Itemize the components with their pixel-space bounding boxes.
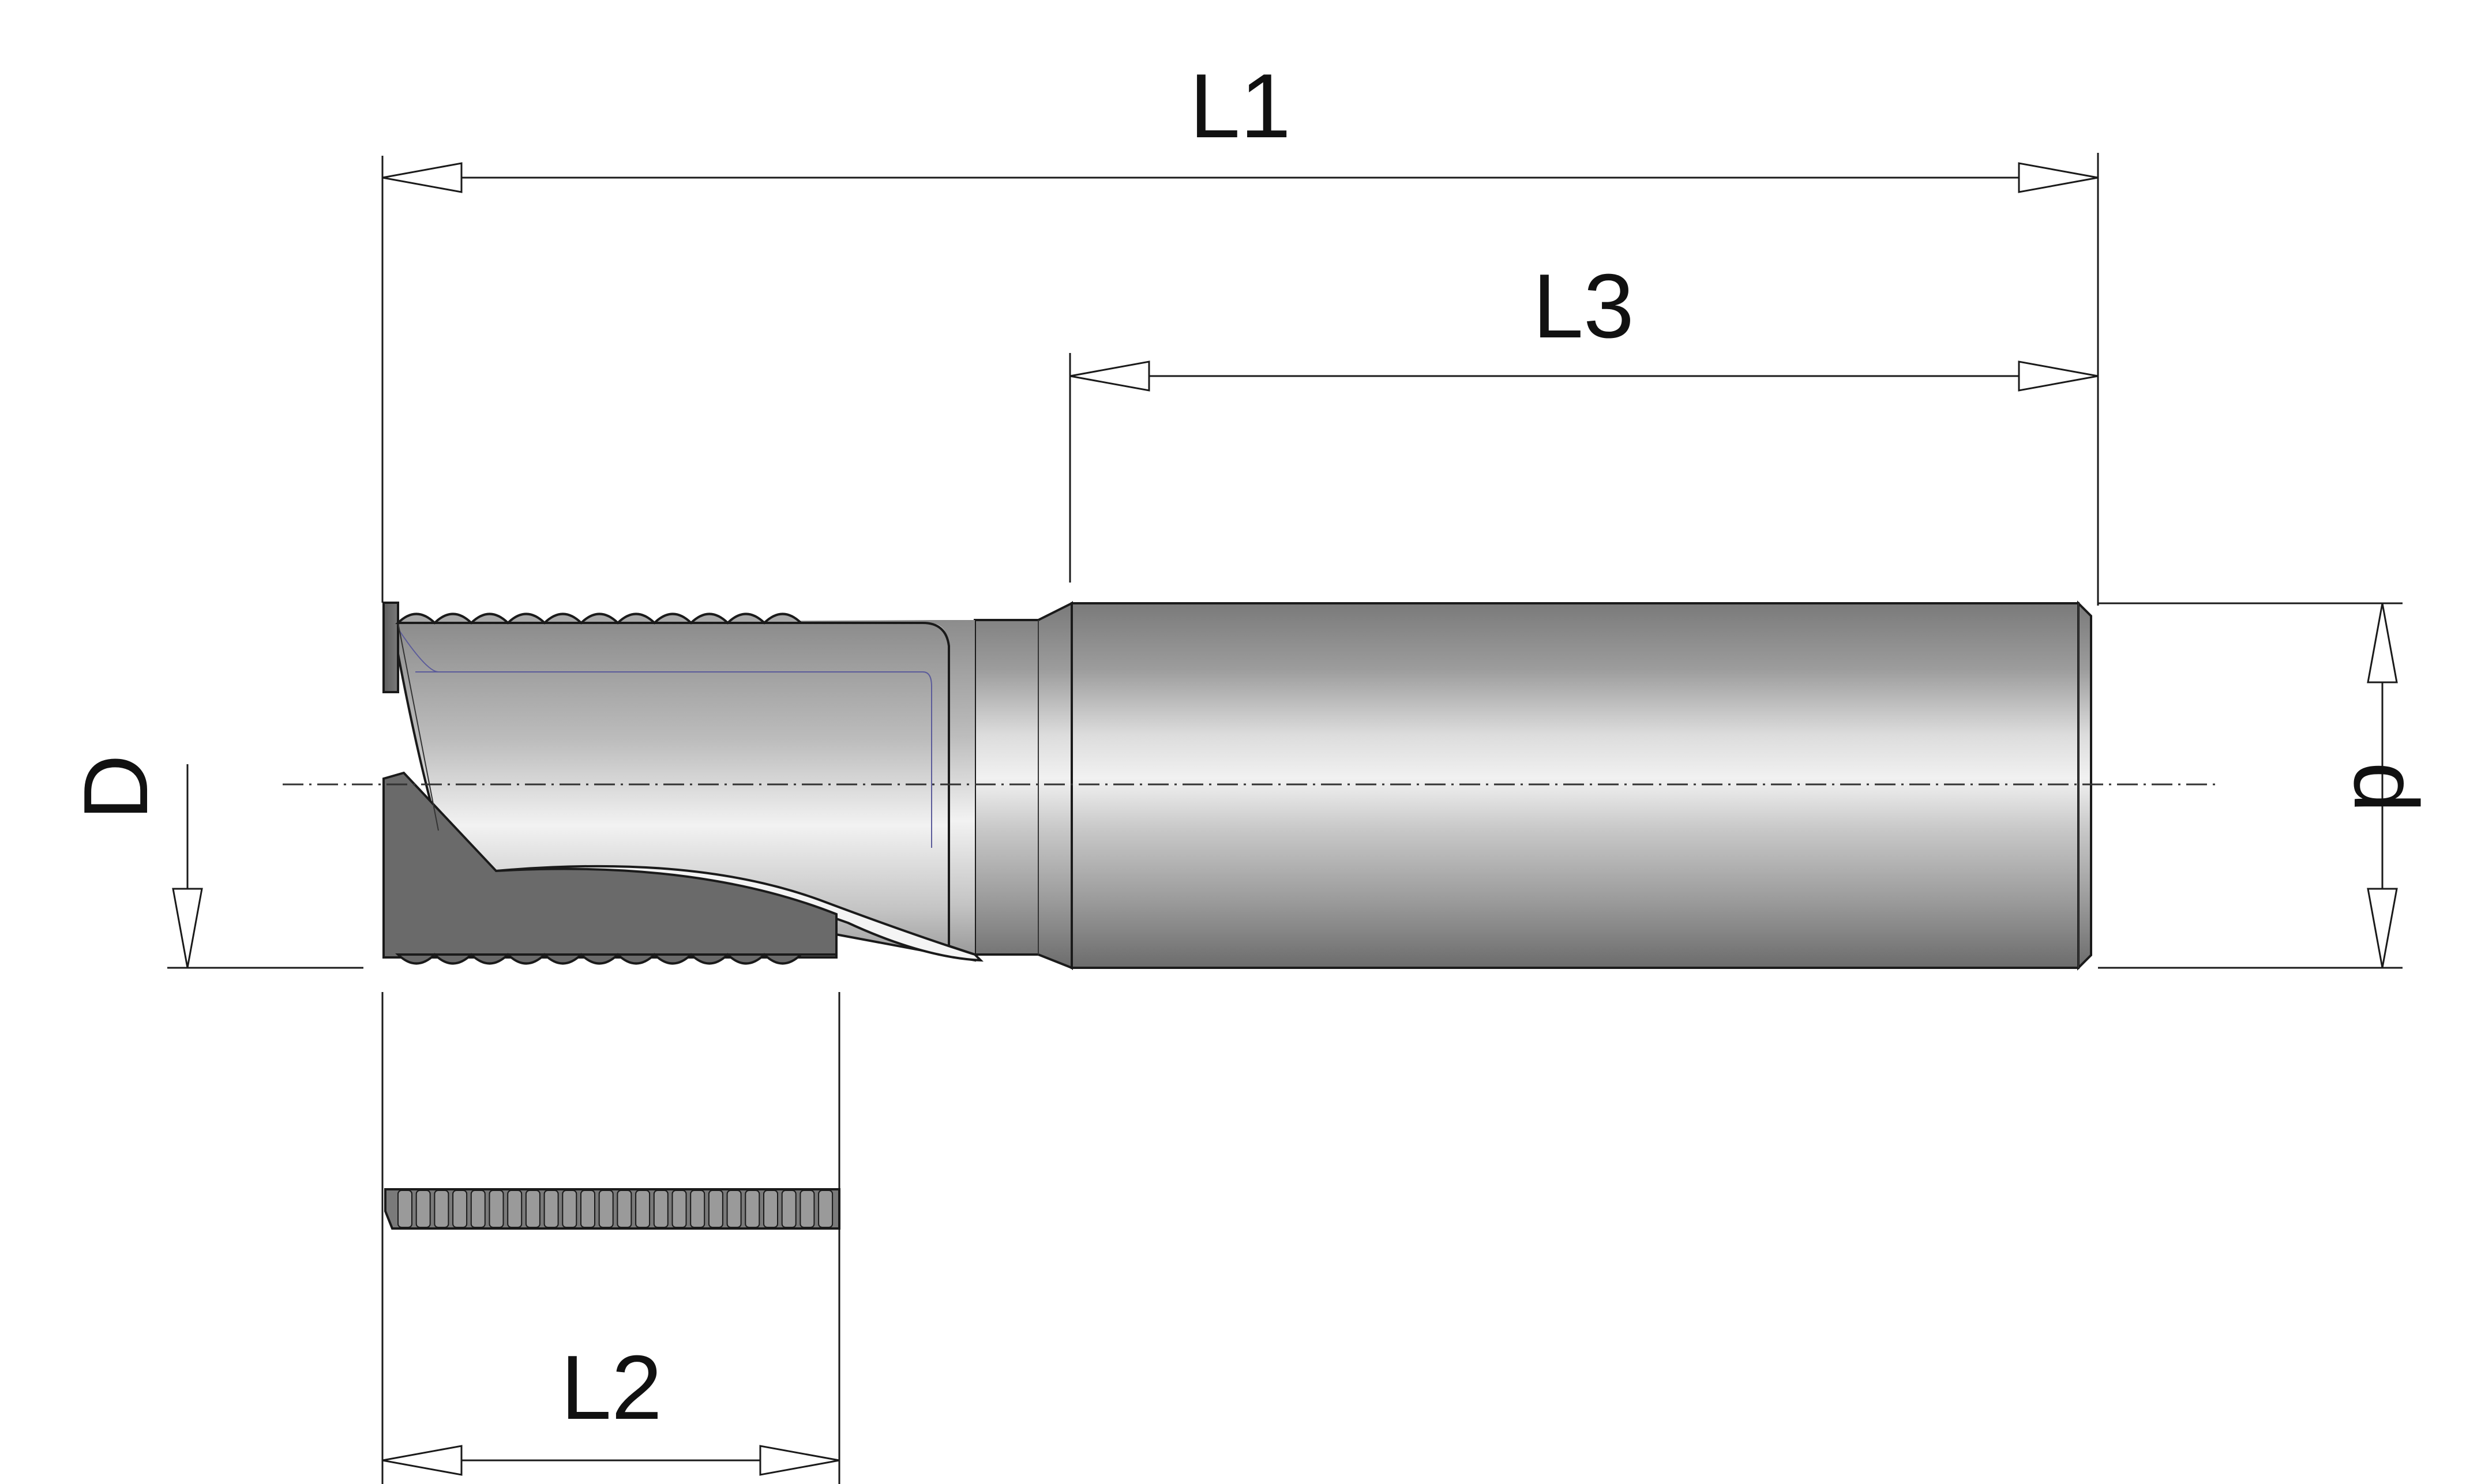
insert-tooth (671, 1190, 687, 1228)
chip-breaker-top (395, 613, 836, 625)
insert-tooth (507, 1190, 523, 1228)
insert-tooth (470, 1190, 486, 1228)
dimension-label-l1: L1 (1189, 55, 1291, 157)
serrated-insert (384, 1188, 840, 1230)
helix-guide (415, 671, 932, 848)
insert-tooth (525, 1190, 541, 1228)
dimension-d-small: d (2335, 603, 2437, 968)
insert-tooth (690, 1190, 705, 1228)
insert-tooth (726, 1190, 742, 1228)
insert-tooth (415, 1190, 431, 1228)
dimension-label-l2: L2 (561, 1337, 662, 1438)
insert-tooth (434, 1190, 449, 1228)
shank-end-chamfer (2077, 600, 2092, 971)
insert-tooth (635, 1190, 651, 1228)
extension-lines (167, 153, 2403, 1484)
dimension-label-d-large: D (65, 754, 167, 820)
insert-tooth (763, 1190, 778, 1228)
insert-tooth (708, 1190, 723, 1228)
chip-breaker-top-edge (395, 613, 836, 625)
insert-tooth (781, 1190, 797, 1228)
dimension-d-large: D (65, 754, 203, 968)
dimension-l1: L1 (382, 55, 2099, 193)
shank (1065, 600, 2092, 971)
cutting-body (382, 602, 984, 962)
shank-body (1071, 602, 2080, 969)
helix-guide-left (397, 628, 439, 673)
insert-tooth (543, 1190, 559, 1228)
dimension-label-l3: L3 (1533, 256, 1634, 357)
insert-tooth (452, 1190, 468, 1228)
chip-breaker-bottom (395, 953, 836, 965)
chip-breaker-bottom-edge (395, 953, 836, 965)
tip-upper (382, 602, 399, 693)
insert-tooth (489, 1190, 504, 1228)
insert-tooth (397, 1190, 412, 1228)
dimension-l3: L3 (1069, 256, 2099, 392)
dimension-label-d-small: d (2335, 762, 2437, 813)
neck (974, 601, 1073, 970)
neck-body (974, 601, 1073, 970)
insert-tooth (598, 1190, 614, 1228)
insert-tooth (562, 1190, 577, 1228)
insert-tooth (617, 1190, 632, 1228)
insert-tooth (580, 1190, 595, 1228)
flute-gullet (382, 771, 838, 959)
dimension-l2: L2 (382, 1337, 840, 1476)
insert-tooth (818, 1190, 834, 1228)
insert-tooth (800, 1190, 815, 1228)
insert-teeth (397, 1190, 834, 1228)
insert-tooth (745, 1190, 760, 1228)
insert-tooth (653, 1190, 669, 1228)
